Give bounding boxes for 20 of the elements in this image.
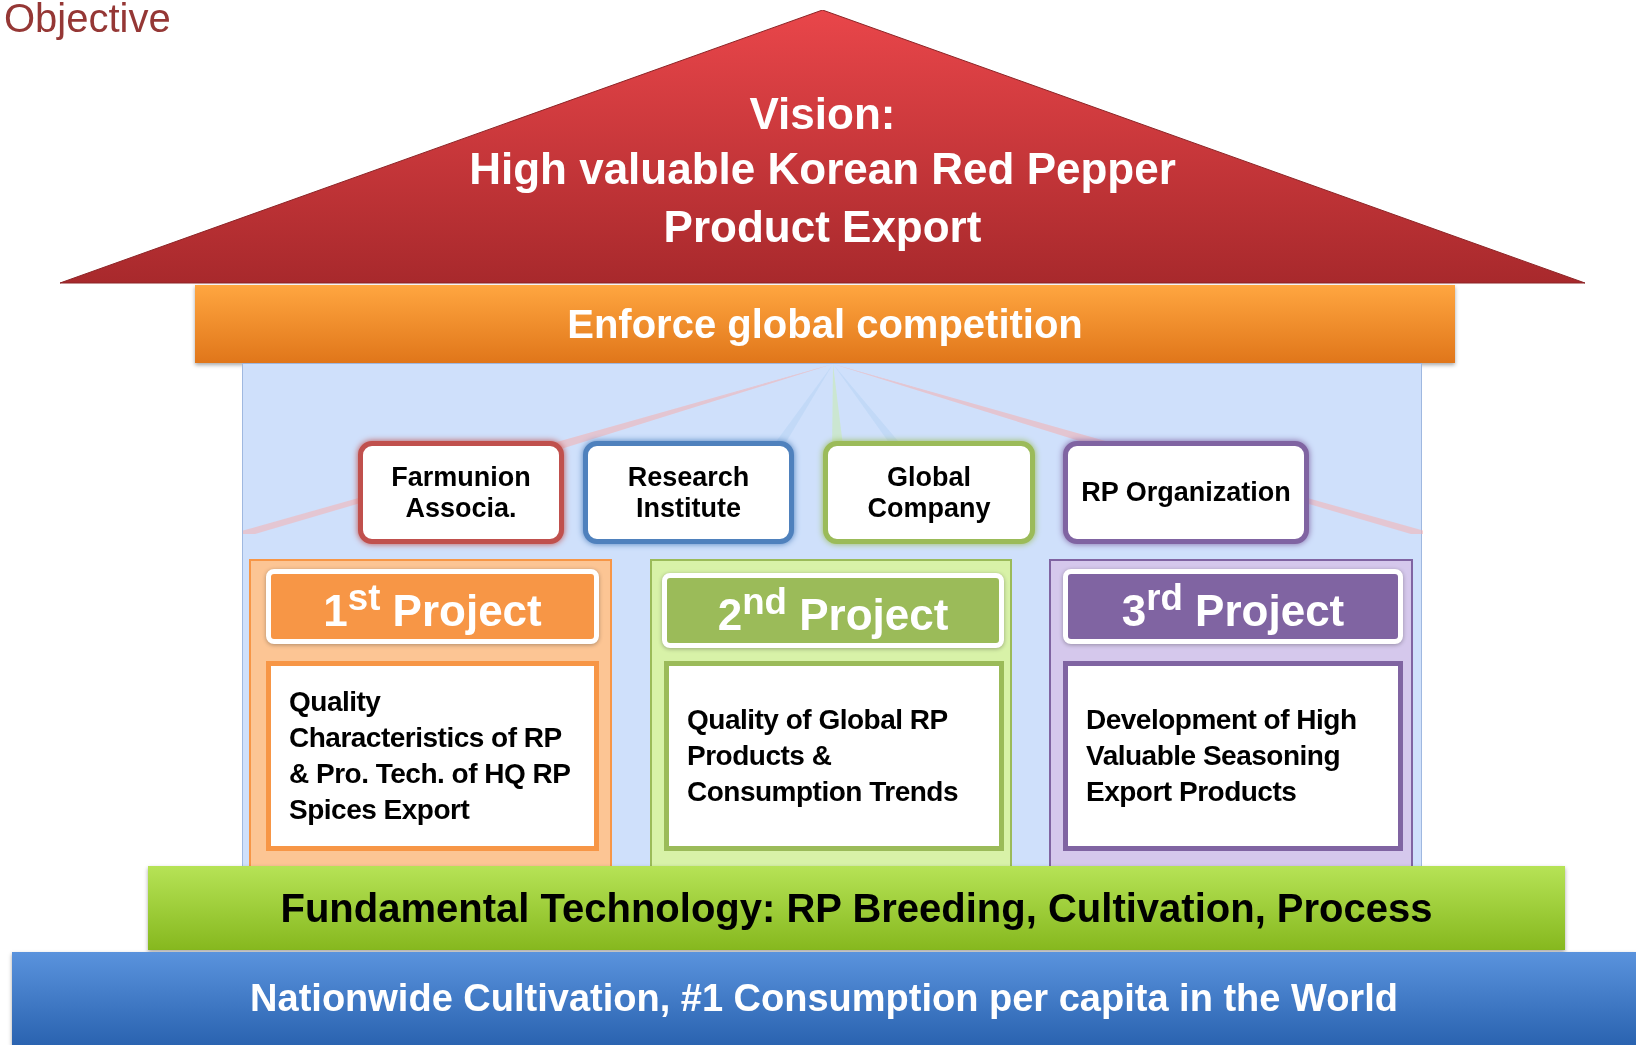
project-heading: 1$^{st}$ Project <box>266 569 599 644</box>
foundation-bar: Fundamental Technology: RP Breeding, Cultivation, Process <box>148 866 1565 950</box>
house-body <box>242 363 1422 868</box>
project-panel <box>1049 559 1413 869</box>
vision-heading: Vision: <box>748 88 897 140</box>
org-box: RP Organization <box>1063 441 1309 544</box>
project-heading: 2$^{nd}$ Project <box>662 573 1004 648</box>
org-box: Global Company <box>823 441 1035 544</box>
base-bar: Nationwide Cultivation, #1 Consumption per capita in the World <box>12 952 1636 1045</box>
vision-text: High valuable Korean Red Pepper Product Export <box>468 143 1177 253</box>
project-panel <box>249 559 612 869</box>
project-description: Quality of Global RP Products & Consumption Trends <box>664 661 1004 851</box>
org-box: Farmunion Associa. <box>358 441 564 544</box>
project-description: Quality Characteristics of RP & Pro. Tech. of HQ RP Spices Export <box>266 661 599 851</box>
banner-bar: Enforce global competition <box>195 285 1455 363</box>
project-heading: 3$^{rd}$ Project <box>1063 569 1403 644</box>
project-description: Development of High Valuable Seasoning Export Products <box>1063 661 1403 851</box>
org-box: Research Institute <box>583 441 794 544</box>
project-panel <box>650 559 1012 869</box>
slide-title: Objective <box>4 0 171 41</box>
